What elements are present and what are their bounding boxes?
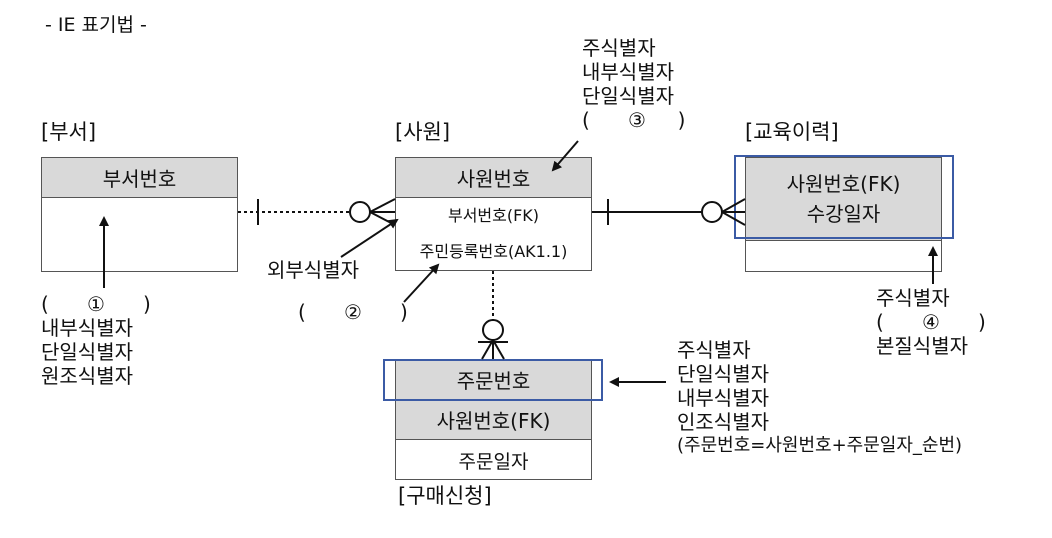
edu-entity-label: [교육이력] [745,120,839,144]
crow-foot [369,198,396,226]
note-left: ( ① ) 내부식별자 단일식별자 원조식별자 [41,292,151,388]
dept-entity-label: [부서] [41,120,97,144]
emp-entity: 사원번호 부서번호(FK) 주민등록번호(AK1.1) [395,157,592,271]
order-key-highlight [383,359,603,401]
note-line: 주식별자 [677,338,751,362]
note-line: 본질식별자 [876,334,968,358]
optional-circle [701,201,723,223]
note-line: 내부식별자 [582,60,674,84]
note-blank-2: ( ② ) [298,300,408,324]
optional-circle [349,201,371,223]
note-line: ( ③ ) [582,108,686,132]
note-foreign-id: 외부식별자 [267,258,359,282]
edu-key-emp-fk: 사원번호(FK) [786,172,901,196]
order-entity-label: [구매신청] [398,484,492,508]
dept-entity: 부서번호 [41,157,238,272]
note-line: 단일식별자 [582,84,674,108]
note-order: 주식별자 단일식별자 내부식별자 인조식별자 (주문번호=사원번호+주문일자_순… [677,338,962,458]
note-line: 단일식별자 [677,362,769,386]
dept-key-section: 부서번호 [42,158,237,198]
note-top: 주식별자 내부식별자 단일식별자 ( ③ ) [582,36,685,132]
emp-entity-label: [사원] [395,120,451,144]
order-key-emp-fk: 사원번호(FK) [396,399,591,440]
crow-foot [481,339,505,360]
edu-key-section: 사원번호(FK) 수강일자 [746,158,941,241]
note-line: 주식별자 [582,36,656,60]
note-line: 인조식별자 [677,410,769,434]
edu-key-date: 수강일자 [806,202,881,226]
crow-foot [721,198,746,226]
note-right: 주식별자 ( ④ ) 본질식별자 [876,286,986,358]
order-entity: 주문번호 사원번호(FK) 주문일자 [395,359,592,480]
note-line: ( ④ ) [876,310,986,334]
optional-circle [482,319,504,341]
emp-attr-dept-fk: 부서번호(FK) [447,206,540,225]
dept-key-field: 부서번호 [102,167,177,191]
arrow-3 [551,140,579,172]
note-line: 주식별자 [876,286,950,310]
edu-key-highlight [734,155,954,239]
order-attr-date: 주문일자 [458,450,529,473]
edu-entity: 사원번호(FK) 수강일자 [745,157,942,272]
note-line: (주문번호=사원번호+주문일자_순번) [677,435,963,456]
emp-key-field: 사원번호 [456,167,531,191]
note-line: 내부식별자 [41,316,133,340]
note-line: ( ① ) [41,292,151,316]
note-line: 단일식별자 [41,340,133,364]
arrow-foreign [340,218,399,258]
page-title: - IE 표기법 - [45,14,147,36]
note-line: 내부식별자 [677,386,769,410]
emp-attr-resident-no: 주민등록번호(AK1.1) [419,242,568,261]
arrow-2 [403,263,440,303]
note-line: 원조식별자 [41,364,133,388]
order-key-no: 주문번호 [396,360,591,399]
